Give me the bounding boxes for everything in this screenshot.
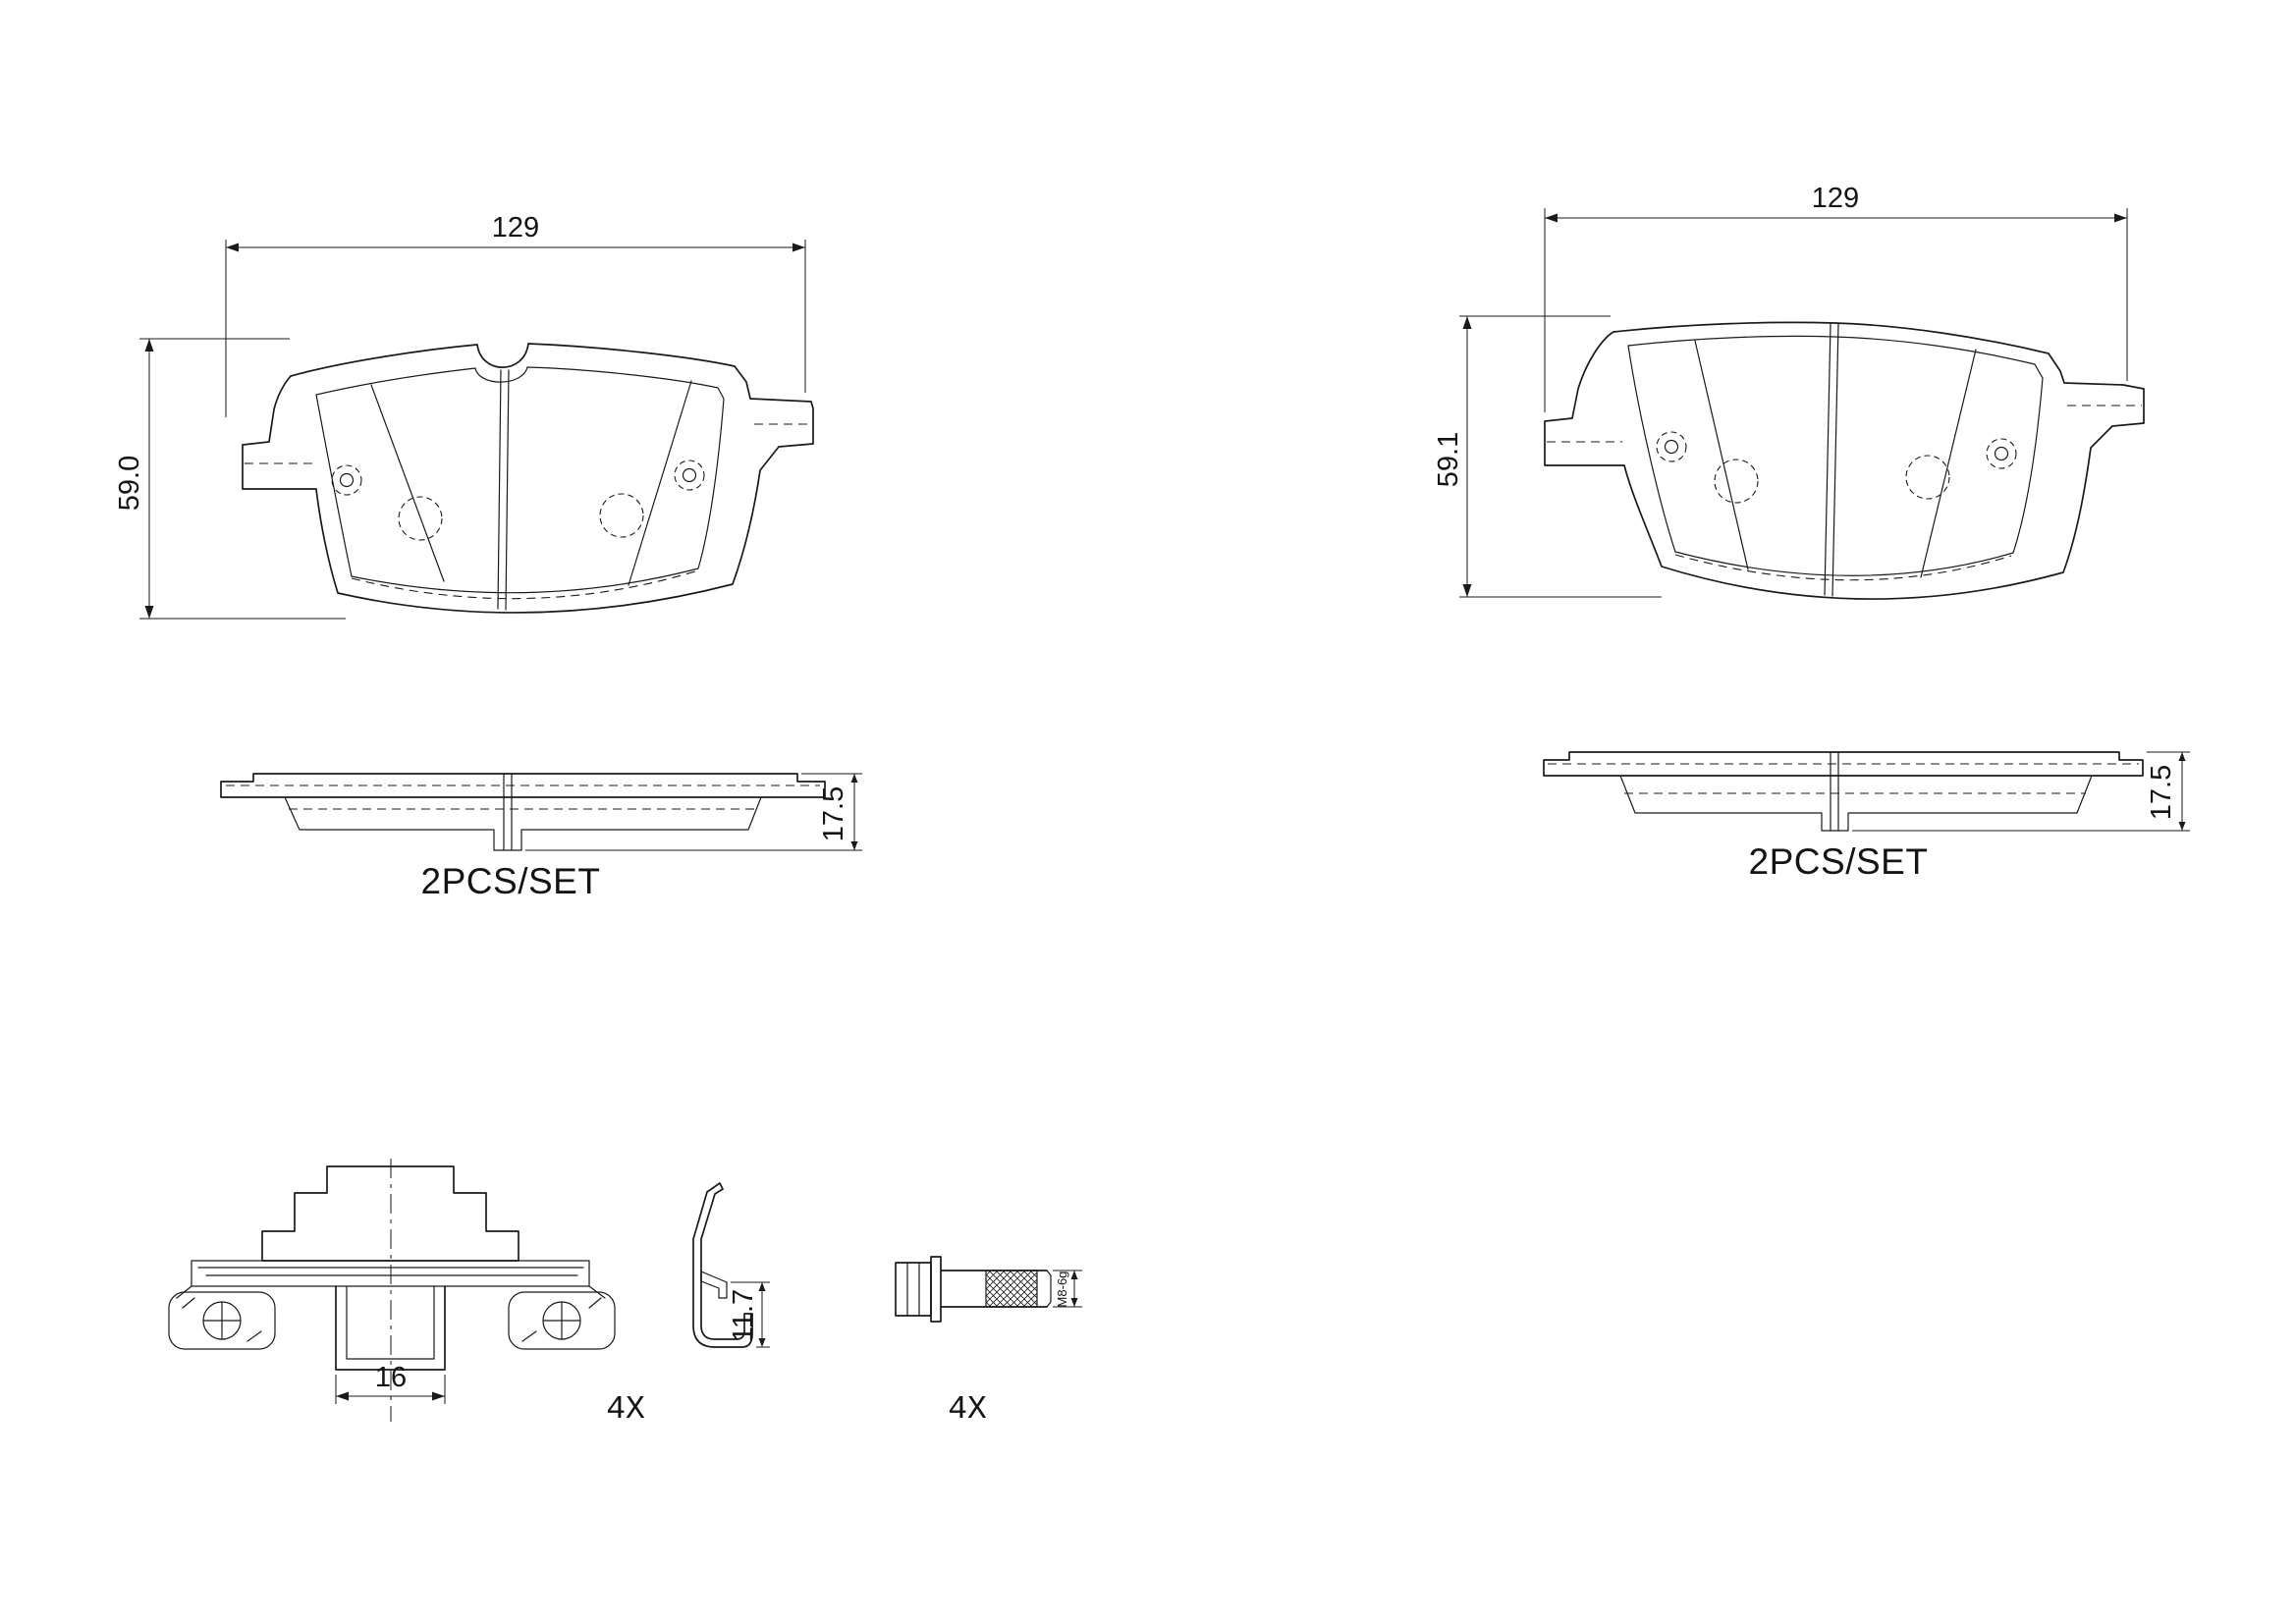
center-slot-left-pad xyxy=(497,369,510,611)
set-quantity-label-left: 2PCS/SET xyxy=(421,861,601,901)
friction-material-outline-right xyxy=(1627,335,2044,576)
clip-center-channel xyxy=(335,1285,446,1371)
clip-right-wing xyxy=(508,1291,616,1350)
pad-front-view-right: 129 59.1 xyxy=(1433,183,2145,600)
side-friction-profile-right xyxy=(1619,775,2093,832)
thickness-dimension-left: 17.5 xyxy=(525,773,862,851)
chamfer-lines-left-pad xyxy=(370,380,692,586)
spring-clip-tab xyxy=(700,1271,728,1299)
side-backing-plate-right xyxy=(1543,751,2144,777)
thickness-dim-label-right: 17.5 xyxy=(2146,765,2177,820)
spring-clip-height-dimension: 11.7 xyxy=(728,1281,770,1348)
chamfer-lines-right-pad xyxy=(1694,340,1977,578)
thickness-dim-label-left: 17.5 xyxy=(818,786,849,841)
spring-clip-profile xyxy=(692,1182,753,1348)
wear-indicator-holes-left-pad xyxy=(398,493,644,541)
width-dim-label-right: 129 xyxy=(1812,183,1859,214)
bolt-hex-head xyxy=(895,1262,932,1317)
hidden-tab-edges-right-pad xyxy=(1547,405,2142,443)
height-dimension-left: 59.0 xyxy=(114,338,346,620)
spring-clip-height-label: 11.7 xyxy=(728,1289,759,1342)
damper-rivets-left-pad xyxy=(331,460,705,496)
side-hidden-lines-right xyxy=(1548,763,2139,794)
height-dimension-right: 59.1 xyxy=(1433,315,1662,598)
retainer-clip-view: 16 xyxy=(168,1159,616,1422)
side-hidden-lines-left xyxy=(226,784,820,810)
center-slot-right-pad xyxy=(1824,323,1839,597)
height-dim-label-right: 59.1 xyxy=(1433,432,1464,487)
pad-front-view-left: 129 59.0 xyxy=(114,212,814,620)
hidden-edge-bottom-left-pad xyxy=(351,569,699,600)
backing-plate-outline xyxy=(242,343,814,614)
spring-clip-view: 11.7 4X xyxy=(606,1182,770,1428)
hidden-edge-bottom-right-pad xyxy=(1674,554,2012,581)
pad-side-view-right: 17.5 2PCS/SET xyxy=(1543,751,2190,882)
pad-side-view-left: 17.5 2PCS/SET xyxy=(220,773,862,901)
thickness-dimension-right: 17.5 xyxy=(1852,751,2190,832)
width-dim-label-left: 129 xyxy=(492,212,539,243)
width-dimension-right: 129 xyxy=(1544,183,2128,412)
width-dimension-left: 129 xyxy=(225,212,806,417)
spring-clip-qty-label: 4X xyxy=(606,1391,645,1428)
height-dim-label-left: 59.0 xyxy=(114,456,145,511)
bolt-thread-section xyxy=(985,1270,1038,1308)
friction-material-outline xyxy=(315,366,725,594)
set-quantity-label-right: 2PCS/SET xyxy=(1749,841,1929,882)
channel-width-dimension: 16 xyxy=(335,1362,446,1404)
clip-band xyxy=(176,1260,606,1299)
clip-left-wing xyxy=(168,1291,276,1350)
hidden-tab-edges-left-pad xyxy=(245,423,811,464)
channel-width-label: 16 xyxy=(375,1362,407,1393)
side-backing-plate-left xyxy=(220,773,826,798)
side-friction-profile-left xyxy=(284,796,762,851)
side-center-slot-right xyxy=(1830,751,1839,832)
wear-indicator-holes-right-pad xyxy=(1714,455,1950,504)
bolt-view: M8-6g 4X xyxy=(895,1256,1082,1428)
bolt-qty-label: 4X xyxy=(948,1391,987,1428)
backing-plate-outline-right xyxy=(1544,321,2145,600)
bolt-thread-label: M8-6g xyxy=(1055,1271,1069,1308)
side-center-slot-left xyxy=(503,773,513,851)
bolt-flange xyxy=(930,1256,942,1323)
bolt-thread-dimension: M8-6g xyxy=(1053,1270,1082,1308)
damper-rivets-right-pad xyxy=(1656,431,2017,469)
